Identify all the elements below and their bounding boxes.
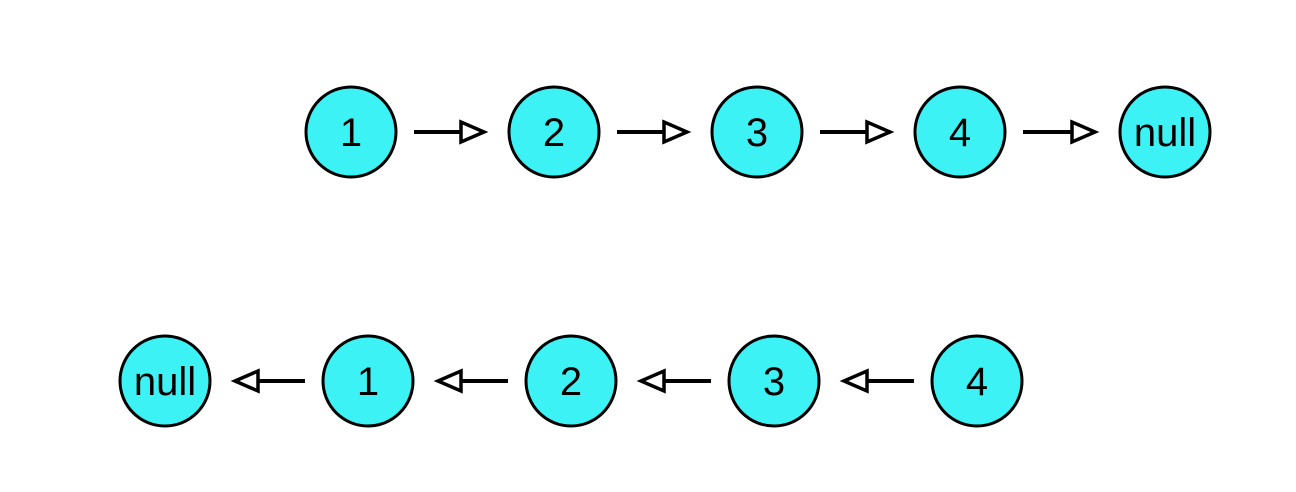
null-node: null — [118, 334, 212, 428]
next-pointer-arrow — [433, 368, 508, 394]
arrow-head-icon — [839, 368, 869, 394]
list-node: 1 — [304, 85, 398, 179]
node-label: 3 — [746, 111, 768, 155]
node-label: 2 — [560, 360, 582, 404]
list-node: 2 — [507, 85, 601, 179]
node-label: null — [134, 360, 196, 404]
node-circle — [727, 334, 821, 428]
next-pointer-arrow — [636, 368, 711, 394]
list-node: 4 — [930, 334, 1024, 428]
arrow-head-icon — [662, 119, 692, 145]
node-label: 4 — [966, 360, 988, 404]
next-pointer-arrow — [230, 368, 305, 394]
node-label: null — [1134, 111, 1196, 155]
node-label: 2 — [543, 111, 565, 155]
next-pointer-arrow — [839, 368, 914, 394]
node-circle — [930, 334, 1024, 428]
node-circle — [507, 85, 601, 179]
original-list-row: 1 2 3 4 null — [304, 85, 1212, 179]
node-circle — [710, 85, 804, 179]
list-node: 4 — [913, 85, 1007, 179]
arrow-head-icon — [433, 368, 463, 394]
arrow-head-icon — [459, 119, 489, 145]
node-label: 3 — [763, 360, 785, 404]
node-label: 1 — [357, 360, 379, 404]
node-label: 4 — [949, 111, 971, 155]
arrow-head-icon — [636, 368, 666, 394]
node-circle — [524, 334, 618, 428]
list-node: 1 — [321, 334, 415, 428]
reversed-list-row: null 1 2 3 4 — [118, 334, 1024, 428]
list-node: 2 — [524, 334, 618, 428]
node-circle — [118, 334, 212, 428]
node-circle — [304, 85, 398, 179]
next-pointer-arrow — [1023, 119, 1100, 145]
node-label: 1 — [340, 111, 362, 155]
list-node: 3 — [710, 85, 804, 179]
arrow-head-icon — [230, 368, 260, 394]
node-circle — [1118, 85, 1212, 179]
node-circle — [913, 85, 1007, 179]
next-pointer-arrow — [820, 119, 895, 145]
next-pointer-arrow — [414, 119, 489, 145]
arrow-head-icon — [1070, 119, 1100, 145]
list-node: 3 — [727, 334, 821, 428]
null-node: null — [1118, 85, 1212, 179]
next-pointer-arrow — [617, 119, 692, 145]
node-circle — [321, 334, 415, 428]
arrow-head-icon — [865, 119, 895, 145]
